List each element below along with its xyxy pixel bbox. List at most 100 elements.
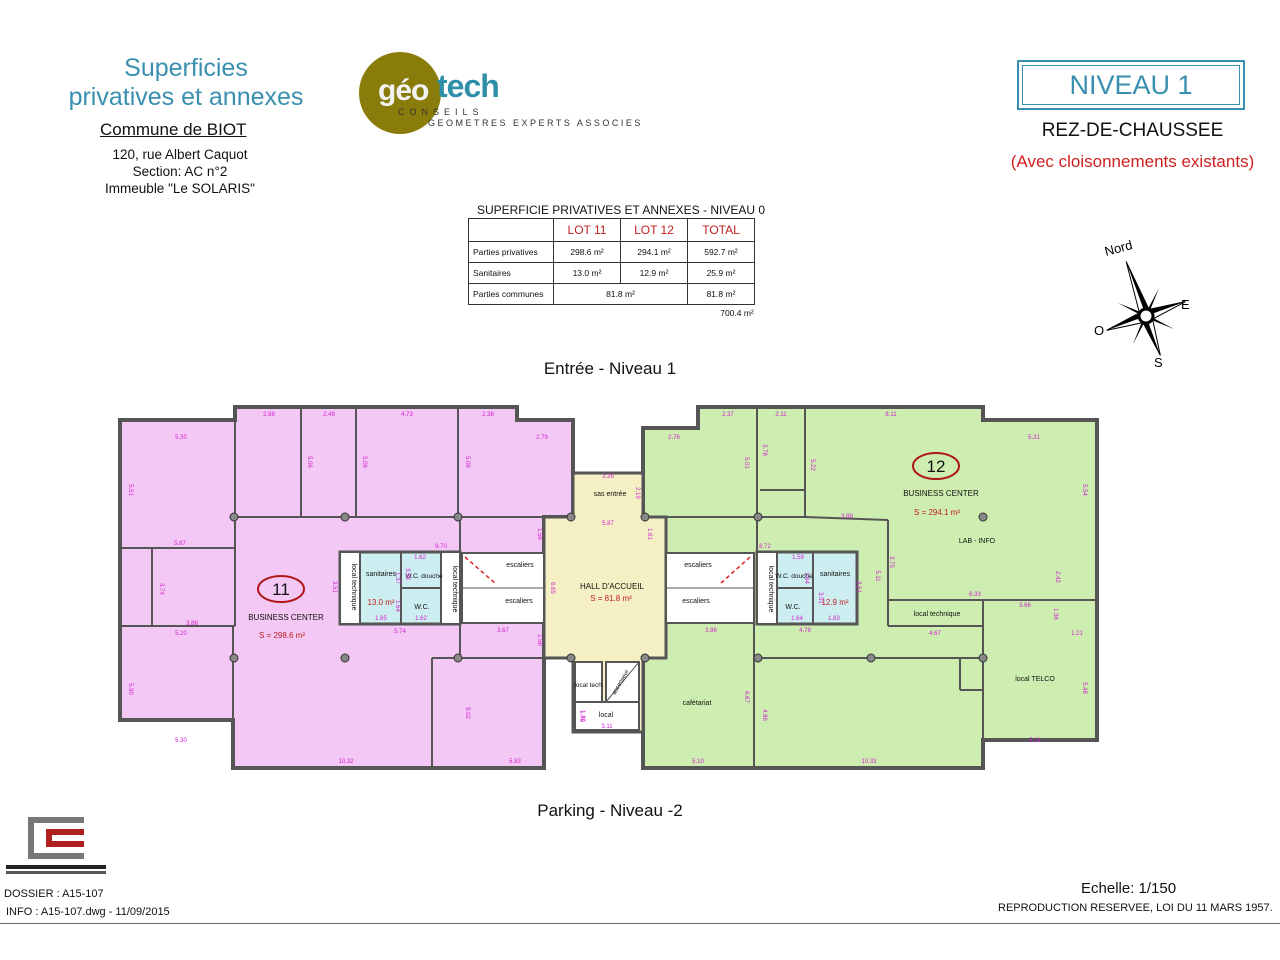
hall-name: HALL D'ACCUEIL <box>580 582 644 591</box>
svg-text:1.40: 1.40 <box>579 710 585 722</box>
compass-north: Nord <box>1103 237 1134 259</box>
commune-name: Commune de BIOT <box>100 120 247 139</box>
floor-label: REZ-DE-CHAUSSEE <box>1041 120 1224 141</box>
stairs-right <box>665 552 755 624</box>
title-superficies: Superficies <box>124 54 248 82</box>
lot11-name: BUSINESS CENTER <box>248 613 324 622</box>
wc-douche-11: W.C. douche <box>405 573 443 580</box>
parking-label: Parking - Niveau -2 <box>537 801 683 820</box>
stairs-right-top-label: escaliers <box>684 562 712 569</box>
row-label: Parties communes <box>468 283 554 305</box>
svg-text:5.06: 5.06 <box>464 456 470 468</box>
svg-text:3.11: 3.11 <box>601 724 613 730</box>
svg-text:5.31: 5.31 <box>1028 435 1040 441</box>
svg-text:1.56: 1.56 <box>536 528 542 540</box>
svg-text:5.74: 5.74 <box>394 629 406 635</box>
cell-shared: 81.8 m² <box>553 283 688 305</box>
svg-text:2.11: 2.11 <box>775 412 787 418</box>
svg-text:3.78: 3.78 <box>761 444 767 456</box>
svg-text:5.06: 5.06 <box>306 456 312 468</box>
svg-text:2.49: 2.49 <box>323 412 335 418</box>
svg-text:3.88: 3.88 <box>841 514 853 520</box>
compass-south: S <box>1154 355 1163 370</box>
compass-rose-icon: Nord E S O <box>1094 237 1190 370</box>
lot12-walls <box>643 407 1097 768</box>
svg-text:4.73: 4.73 <box>401 412 413 418</box>
sanitary-lot12 <box>755 550 859 626</box>
hall-area <box>542 471 668 734</box>
geotech-logo-conseils: CONSEILS <box>398 107 484 117</box>
svg-text:6.65: 6.65 <box>549 582 555 594</box>
lot11-surface: S = 298.6 m² <box>259 631 305 640</box>
svg-text:6.33: 6.33 <box>969 592 981 598</box>
svg-text:3.67: 3.67 <box>497 628 509 634</box>
svg-text:5.87: 5.87 <box>174 541 186 547</box>
partition-note: (Avec cloisonnements existants) <box>1010 152 1255 171</box>
svg-text:5.01: 5.01 <box>743 457 749 469</box>
entrance-label: Entrée - Niveau 1 <box>543 359 677 378</box>
table-corner <box>468 218 554 242</box>
lot12-name: BUSINESS CENTER <box>903 489 979 498</box>
svg-text:3.74: 3.74 <box>158 583 164 595</box>
svg-text:1.62: 1.62 <box>415 616 427 622</box>
lab-info-label: LAB - INFO <box>959 538 996 545</box>
svg-text:2.19: 2.19 <box>634 487 640 499</box>
niveau-box: NIVEAU 1 <box>1017 60 1245 110</box>
dossier-number: DOSSIER : A15-107 <box>4 888 104 900</box>
svg-text:1.62: 1.62 <box>414 555 426 561</box>
title-privatives-annexes: privatives et annexes <box>68 83 304 111</box>
address-section: Section: AC n°2 <box>132 164 228 179</box>
lot12-badge <box>912 452 960 480</box>
stairs-left-top-label: escaliers <box>506 562 534 569</box>
svg-text:2.79: 2.79 <box>536 435 548 441</box>
lot11-area <box>118 405 575 770</box>
lot11-badge <box>257 575 305 603</box>
table-row: Parties privatives 298.6 m² 294.1 m² 592… <box>468 241 755 263</box>
svg-text:3.86: 3.86 <box>705 628 717 634</box>
dimensions-lot12: 2.37 2.11 8.11 2.76 5.01 3.78 5.22 5.31 … <box>646 412 1087 765</box>
reproduction-notice: REPRODUCTION RESERVEE, LOI DU 11 MARS 19… <box>998 902 1273 914</box>
cell-total: 592.7 m² <box>687 241 755 263</box>
svg-text:5.10: 5.10 <box>692 759 704 765</box>
svg-text:3.51: 3.51 <box>855 581 861 593</box>
cell-lot12: 12.9 m² <box>620 262 688 284</box>
svg-text:1.76: 1.76 <box>578 710 584 722</box>
svg-text:5.30: 5.30 <box>175 738 187 744</box>
local-label: local <box>599 712 614 719</box>
svg-text:1.64: 1.64 <box>394 600 400 612</box>
svg-text:5.20: 5.20 <box>175 631 187 637</box>
local-technique-right-label: local technique <box>767 566 774 613</box>
svg-text:4.78: 4.78 <box>799 628 811 634</box>
wc-11: W.C. <box>414 604 429 611</box>
lot11-number: 11 <box>272 580 290 599</box>
svg-text:2.98: 2.98 <box>263 412 275 418</box>
svg-text:5.87: 5.87 <box>602 521 614 527</box>
address-street: 120, rue Albert Caquot <box>112 147 248 162</box>
svg-text:3.66: 3.66 <box>1019 603 1031 609</box>
dimensions-common: 3.26 2.19 5.87 6.65 1.40 3.11 <box>549 474 640 730</box>
geotech-logo-circle <box>359 52 441 134</box>
surface-table: LOT 11 LOT 12 TOTAL Parties privatives 2… <box>468 218 755 305</box>
stairs-left <box>461 552 545 624</box>
sanitary-lot11 <box>338 550 462 626</box>
svg-text:5.48: 5.48 <box>1081 682 1087 694</box>
svg-text:1.64: 1.64 <box>791 616 803 622</box>
pillars <box>229 512 988 663</box>
svg-text:5.22: 5.22 <box>809 459 815 471</box>
svg-text:4.67: 4.67 <box>929 631 941 637</box>
local-technique-hall-label: local technique <box>451 566 458 613</box>
svg-text:1.37: 1.37 <box>394 572 400 584</box>
sanitary11-label: sanitaires <box>366 571 396 578</box>
surface-table-title: SUPERFICIE PRIVATIVES ET ANNEXES - NIVEA… <box>476 203 766 217</box>
table-row: Sanitaires 13.0 m² 12.9 m² 25.9 m² <box>468 262 755 284</box>
local-tech-label: local tech. <box>574 682 603 689</box>
table-header-lot11: LOT 11 <box>553 218 621 242</box>
svg-text:1.83: 1.83 <box>828 616 840 622</box>
sanitary11-area: 13.0 m² <box>367 598 394 607</box>
cell-lot12: 294.1 m² <box>620 241 688 263</box>
cell-total: 25.9 m² <box>687 262 755 284</box>
wc-12: W.C. <box>785 604 800 611</box>
geometre-expert-logo-icon <box>6 817 106 874</box>
svg-text:10.33: 10.33 <box>861 759 877 765</box>
cafetariat-label: cafétariat <box>683 700 712 707</box>
